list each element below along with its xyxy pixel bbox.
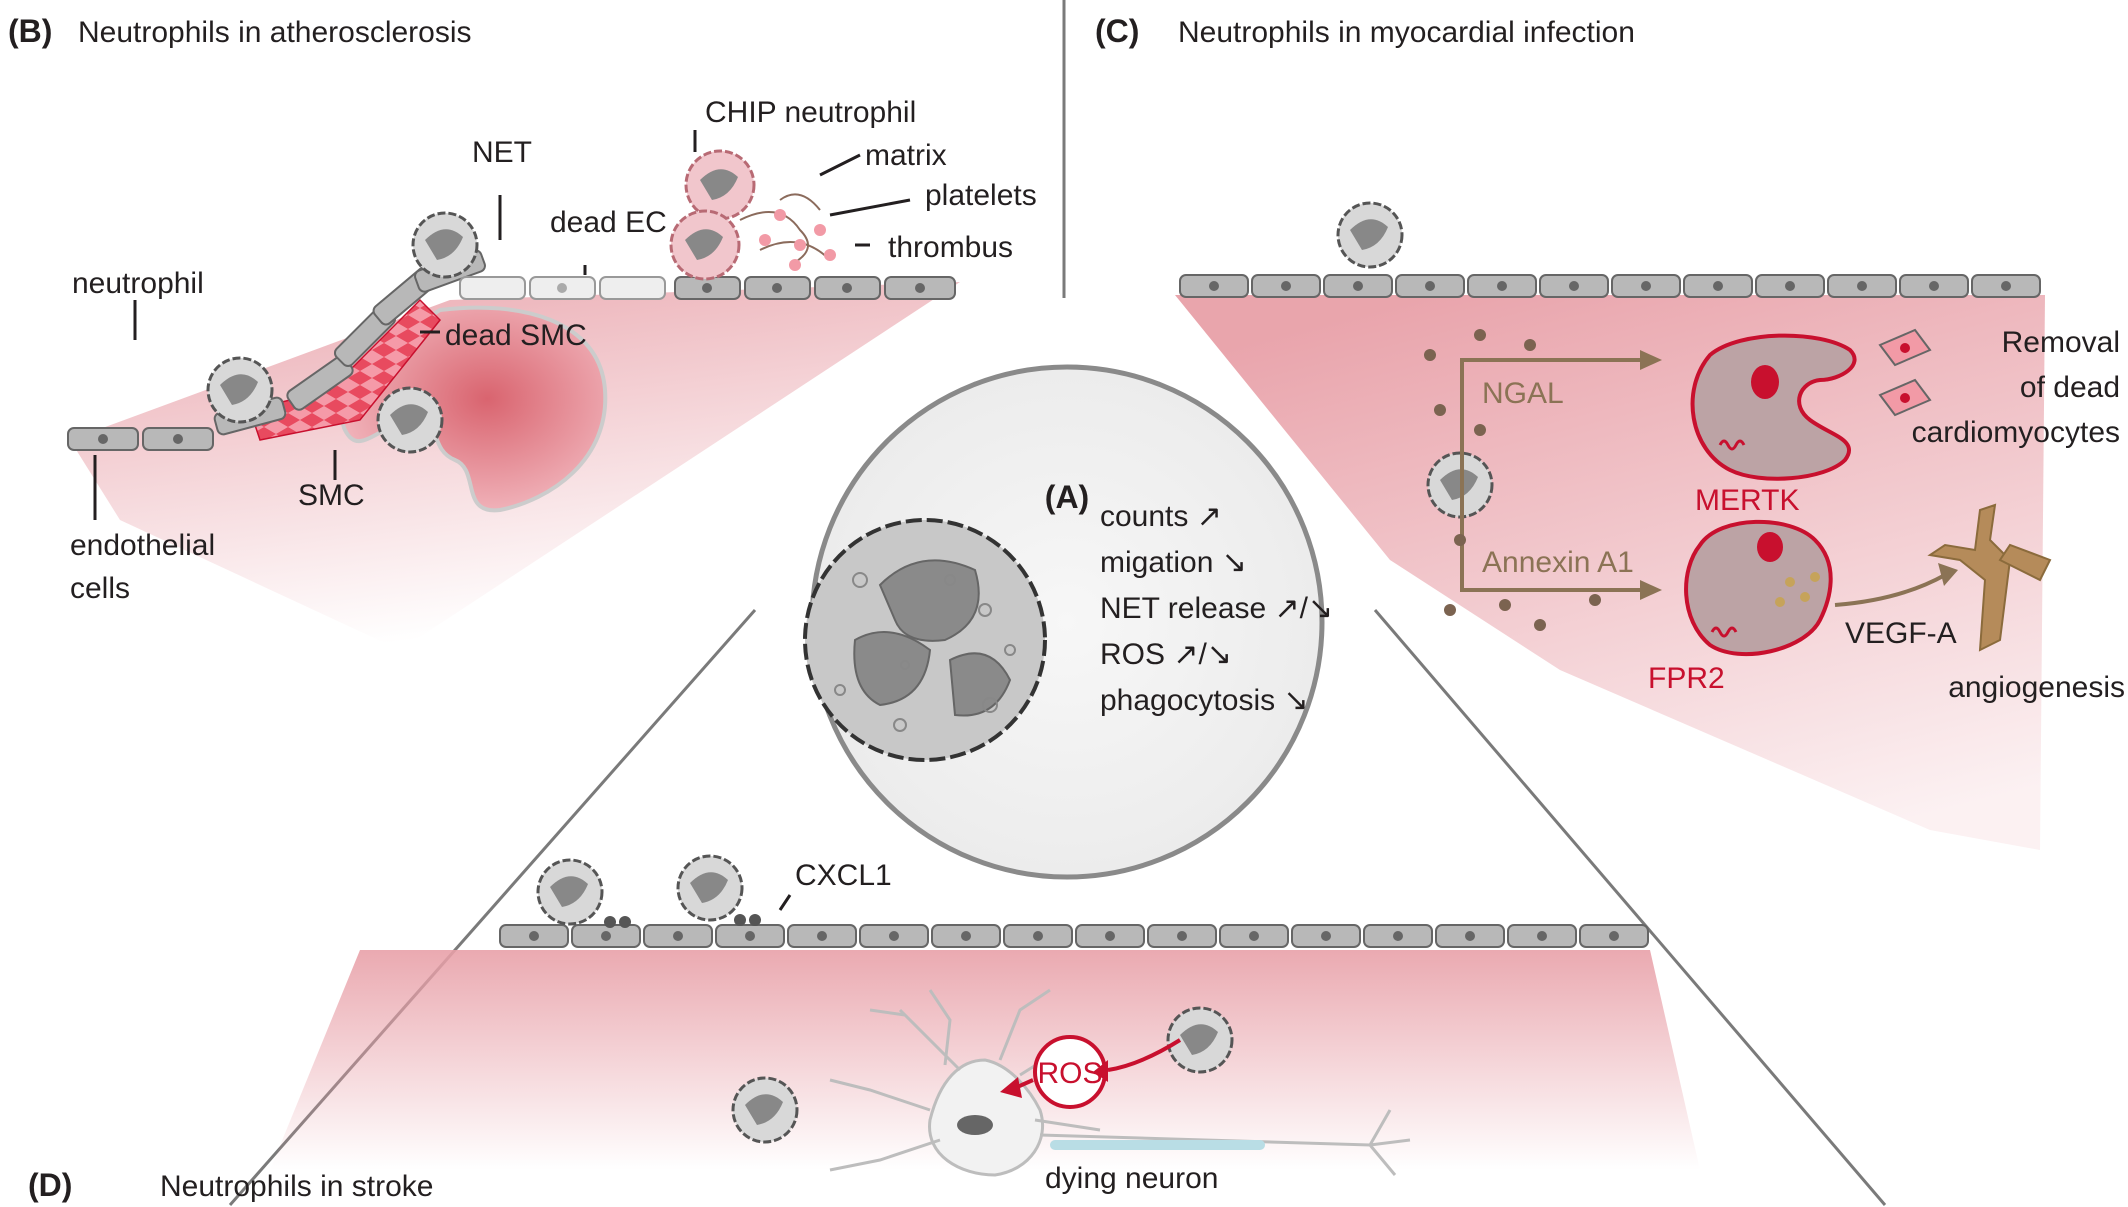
label-removal-2: of dead — [2020, 371, 2120, 404]
neutrophil-cell-d-2 — [676, 854, 744, 922]
neutrophil-cell-d-4 — [731, 1076, 799, 1144]
neutrophil-large — [803, 518, 1047, 762]
macrophage-fpr2 — [1684, 519, 1833, 657]
label-dead-ec: dead EC — [550, 206, 667, 239]
endothelial-row-c — [1179, 274, 2041, 298]
label-dead-smc: dead SMC — [445, 319, 587, 352]
chip-neutrophil-cell-2 — [669, 209, 741, 281]
feature-migation: migation ↘ — [1100, 546, 1247, 579]
feature-list: counts ↗ migation ↘ NET release ↗/↘ ROS … — [1100, 500, 1333, 717]
myelin-sheath — [1050, 1140, 1265, 1150]
label-mertk: MERTK — [1695, 484, 1799, 517]
secreted-dots — [1424, 329, 1601, 631]
blood-vessel-angiogenesis — [1927, 503, 2052, 652]
signal-arrows — [1460, 358, 1946, 607]
panel-b-atherosclerosis: (B) Neutrophils in atherosclerosis neutr… — [8, 13, 1037, 650]
neutrophil-cell-c-1 — [1336, 201, 1404, 269]
label-angiogenesis: angiogenesis — [1948, 671, 2125, 704]
leader-lines-b — [93, 130, 911, 520]
label-fpr2: FPR2 — [1648, 662, 1725, 695]
endothelial-row-b-top — [459, 276, 956, 300]
feature-ros: ROS ↗/↘ — [1100, 638, 1232, 671]
panel-a-central: (A) counts ↗ migation ↘ NET release ↗/↘ — [803, 364, 1333, 880]
label-net: NET — [472, 136, 532, 169]
label-endothelial: endothelial — [70, 529, 215, 562]
panel-c-letter: (C) — [1095, 13, 1139, 49]
endothelial-row-b-lower — [67, 427, 214, 451]
label-cxcl1: CXCL1 — [795, 859, 892, 892]
label-removal-1: Removal — [2002, 326, 2120, 359]
panel-d-title: Neutrophils in stroke — [160, 1170, 433, 1203]
chip-neutrophil-cell-1 — [684, 149, 756, 221]
neutrophil-cell-d-1 — [536, 858, 604, 926]
label-platelets: platelets — [925, 179, 1037, 212]
label-neutrophil: neutrophil — [72, 267, 204, 300]
platelets — [759, 209, 836, 271]
neutrophil-cell-b-3 — [376, 386, 444, 454]
label-dying-neuron: dying neuron — [1045, 1162, 1218, 1195]
label-cells: cells — [70, 572, 130, 605]
panel-a-letter: (A) — [1045, 479, 1089, 515]
feature-net-release: NET release ↗/↘ — [1100, 592, 1333, 625]
label-thrombus: thrombus — [888, 231, 1013, 264]
macrophage-mertk — [1690, 333, 1857, 481]
dead-cardiomyocytes — [1878, 328, 1932, 417]
panel-c-myocardial: (C) Neutrophils in myocardial infection … — [1095, 13, 2125, 850]
label-ngal: NGAL — [1482, 377, 1564, 410]
panel-d-letter: (D) — [28, 1167, 72, 1203]
leader-line-cxcl1 — [778, 894, 792, 911]
neutrophil-cell-d-3 — [1166, 1006, 1234, 1074]
neutrophil-cell-b-1 — [206, 356, 274, 424]
panel-c-title: Neutrophils in myocardial infection — [1178, 16, 1635, 49]
label-annexin: Annexin A1 — [1482, 546, 1634, 579]
label-chip-neutrophil: CHIP neutrophil — [705, 96, 916, 129]
label-vegfa: VEGF-A — [1845, 617, 1957, 650]
arrowheads-c — [1640, 350, 1958, 600]
neuron-nucleus — [957, 1115, 993, 1135]
label-removal-3: cardiomyocytes — [1912, 416, 2120, 449]
label-smc: SMC — [298, 479, 365, 512]
neutrophil-cell-b-2 — [411, 211, 479, 279]
divider-right-diagonal — [1373, 609, 1887, 1206]
endothelial-row-d — [499, 924, 1649, 948]
ros-signal: ROS — [1000, 1035, 1182, 1109]
label-matrix: matrix — [865, 139, 947, 172]
feature-counts: counts ↗ — [1100, 500, 1222, 533]
cxcl1-dots — [604, 914, 761, 928]
label-ros: ROS — [1037, 1057, 1102, 1090]
panel-d-stroke: ROS (D) Neutrophils in stroke CXCL1 dyin… — [28, 854, 1700, 1203]
panel-b-letter: (B) — [8, 13, 52, 49]
feature-phagocytosis: phagocytosis ↘ — [1100, 684, 1309, 717]
panel-b-title: Neutrophils in atherosclerosis — [78, 16, 472, 49]
